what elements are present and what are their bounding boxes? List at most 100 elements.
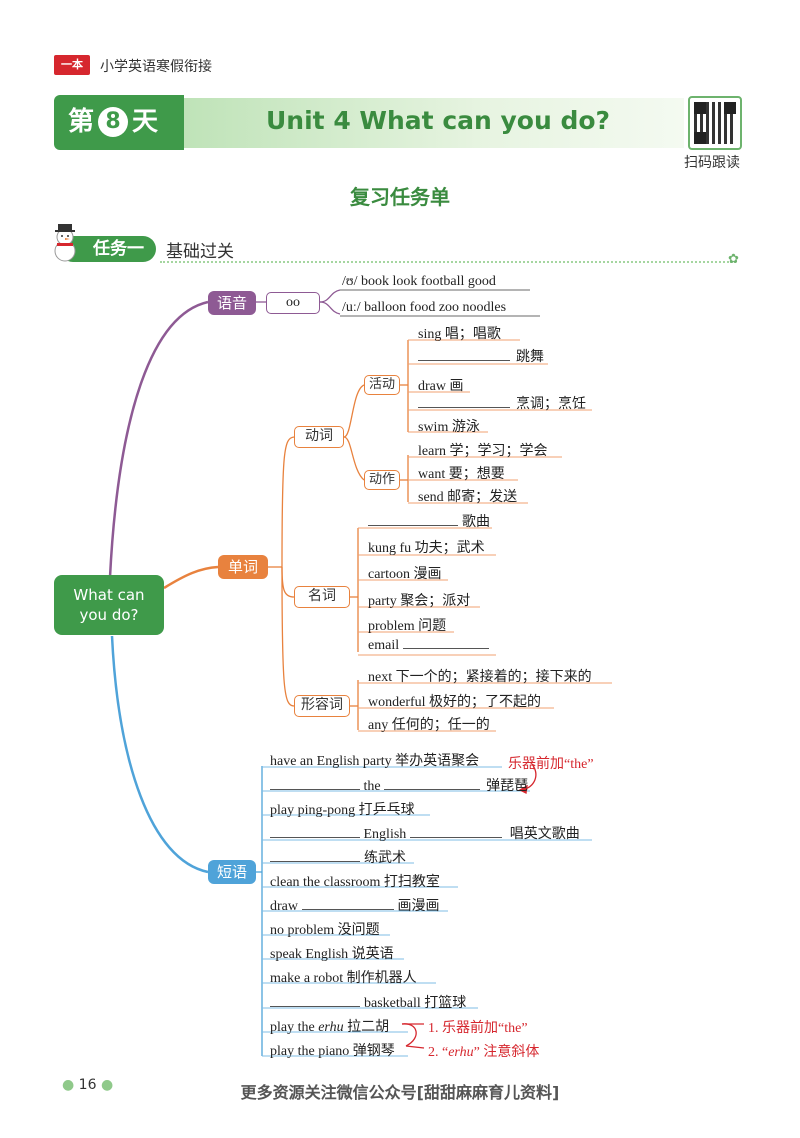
phrase-kungfu: 练武术: [270, 847, 406, 867]
snowman-icon: [54, 224, 76, 262]
word-next: next 下一个的；紧接着的；接下来的: [368, 670, 592, 685]
blank[interactable]: [270, 837, 360, 838]
phrase-kungfu-meaning: 练武术: [364, 851, 406, 866]
blank[interactable]: [418, 407, 510, 408]
phonics-long-symbol: /uː/: [342, 300, 361, 315]
note-1: 1. 乐器前加“the”: [428, 1021, 528, 1036]
word-send: send 邮寄；发送: [418, 490, 518, 505]
word-song-meaning: 歌曲: [462, 515, 490, 530]
flower-icon: ✿: [728, 251, 739, 266]
phrase-english-word: English: [363, 827, 407, 842]
phonics-long-oo: /uː/ balloon food zoo noodles: [342, 300, 506, 316]
sheet-title: 复习任务单: [350, 185, 450, 209]
center-line-1: What can: [73, 586, 145, 604]
phrase-ping-pong: play ping-pong 打乒乓球: [270, 803, 415, 818]
phrase-erhu-meaning: 拉二胡: [343, 1020, 390, 1035]
title-bar: [184, 98, 684, 148]
phrase-basketball-text: basketball 打篮球: [364, 996, 467, 1011]
phrase-draw-meaning: 画漫画: [397, 899, 440, 914]
divider: [160, 261, 732, 263]
phonics-short-words: book look football good: [360, 274, 496, 289]
phrase-no-problem: no problem 没问题: [270, 923, 380, 938]
page-number: ● 16 ●: [62, 1077, 114, 1093]
footer-text: 更多资源关注微信公众号[甜甜麻麻育儿资料]: [240, 1083, 560, 1102]
activity-tag: 活动: [364, 375, 400, 395]
word-email: email: [368, 638, 490, 654]
qr-code-icon[interactable]: [688, 96, 742, 150]
word-dance-meaning: 跳舞: [516, 350, 544, 365]
nouns-tag: 名词: [294, 586, 350, 608]
blank[interactable]: [368, 525, 458, 526]
blank[interactable]: [418, 360, 510, 361]
phrase-piano: play the piano 弹钢琴: [270, 1044, 395, 1059]
phrase-erhu-prefix: play the: [270, 1020, 319, 1035]
blank[interactable]: [270, 1006, 360, 1007]
word-kungfu: kung fu 功夫；武术: [368, 541, 485, 556]
word-cartoon: cartoon 漫画: [368, 567, 442, 582]
phrase-make-robot: make a robot 制作机器人: [270, 971, 417, 986]
word-swim: swim 游泳: [418, 420, 480, 435]
word-song-blank: 歌曲: [368, 511, 490, 531]
note-2-suffix: ” 注意斜体: [473, 1045, 540, 1060]
phrase-clean-classroom: clean the classroom 打扫教室: [270, 875, 440, 890]
task-subtitle: 基础过关: [166, 242, 234, 262]
blank[interactable]: [301, 909, 394, 910]
note-2: 2. “erhu” 注意斜体: [428, 1041, 539, 1061]
phrase-draw-word: draw: [270, 899, 298, 914]
action-tag: 动作: [364, 470, 400, 490]
word-learn: learn 学；学习；学会: [418, 444, 548, 459]
phonics-long-words: balloon food zoo noodles: [364, 300, 507, 315]
word-draw: draw 画: [418, 379, 464, 394]
phrase-draw-cartoons: draw 画漫画: [270, 895, 440, 915]
brand-title: 小学英语寒假衔接: [100, 59, 212, 75]
word-cook-meaning: 烹调；烹饪: [516, 397, 586, 412]
center-line-2: you do?: [79, 606, 139, 624]
word-any: any 任何的；任一的: [368, 718, 490, 733]
phonics-short-symbol: /ʊ/: [342, 274, 358, 289]
phrase-english-party: have an English party 举办英语聚会: [270, 754, 480, 769]
page-number-text: 16: [78, 1077, 97, 1093]
note-instrument-the: 乐器前加“the”: [508, 757, 594, 772]
word-dance-blank: 跳舞: [418, 346, 544, 366]
phrase-speak-english: speak English 说英语: [270, 947, 394, 962]
blank[interactable]: [270, 789, 360, 790]
word-want: want 要；想要: [418, 467, 505, 482]
sound-oo: oo: [266, 292, 320, 314]
phonics-short-oo: /ʊ/ book look football good: [342, 274, 496, 290]
phrase-erhu-word: erhu: [318, 1020, 344, 1035]
phrase-pipa-meaning: 弹琵琶: [486, 779, 529, 794]
words-tag: 单词: [218, 555, 268, 579]
note-2-prefix: 2. “: [428, 1045, 449, 1060]
word-cook-blank: 烹调；烹饪: [418, 393, 586, 413]
blank[interactable]: [403, 648, 490, 649]
phrase-pipa: the 弹琵琶: [270, 775, 528, 795]
note-2-italic: erhu: [448, 1045, 474, 1060]
unit-title: Unit 4 What can you do?: [266, 106, 611, 135]
word-email-text: email: [368, 638, 400, 653]
brand-badge: 一本: [54, 55, 90, 75]
day-suffix: 天: [132, 107, 159, 137]
phrase-basketball: basketball 打篮球: [270, 992, 466, 1012]
phrase-english-songs-meaning: 唱英文歌曲: [509, 827, 580, 842]
blank[interactable]: [409, 837, 502, 838]
blank[interactable]: [384, 789, 481, 790]
word-sing: sing 唱；唱歌: [418, 327, 501, 342]
mindmap-center: What can you do?: [54, 575, 164, 635]
task-label: 任务一: [60, 236, 156, 262]
verbs-tag: 动词: [294, 426, 344, 448]
word-party: party 聚会；派对: [368, 594, 471, 609]
blank[interactable]: [270, 861, 360, 862]
phrases-tag: 短语: [208, 860, 256, 884]
qr-label: 扫码跟读: [684, 155, 740, 171]
word-wonderful: wonderful 极好的；了不起的: [368, 695, 542, 710]
phrase-pipa-the: the: [363, 779, 381, 794]
day-prefix: 第: [68, 107, 95, 137]
day-number: 8: [98, 107, 129, 137]
phonics-tag: 语音: [208, 291, 256, 315]
word-problem: problem 问题: [368, 619, 447, 634]
adjectives-tag: 形容词: [294, 695, 350, 717]
phrase-erhu: play the erhu 拉二胡: [270, 1016, 389, 1036]
phrase-english-songs: English 唱英文歌曲: [270, 823, 580, 843]
